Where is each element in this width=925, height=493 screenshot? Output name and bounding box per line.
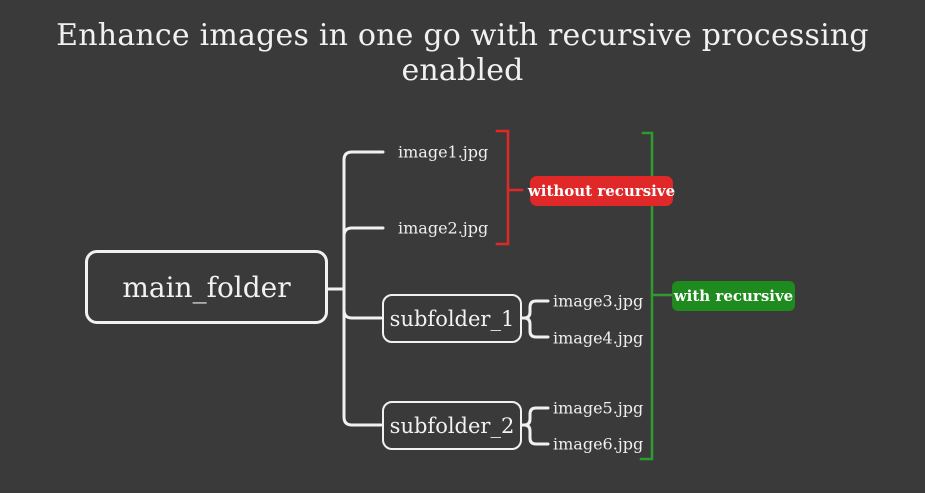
file-node-image6: image6.jpg bbox=[553, 434, 644, 454]
file-node-image5: image5.jpg bbox=[553, 398, 644, 418]
fork-image5-line bbox=[520, 406, 550, 427]
without-recursive-badge: without recursive bbox=[527, 176, 676, 206]
branch-image2-line bbox=[342, 226, 385, 291]
file-node-image1: image1.jpg bbox=[398, 142, 489, 162]
subfolder1-label: subfolder_1 bbox=[389, 306, 515, 331]
subfolder2-label: subfolder_2 bbox=[389, 413, 515, 438]
without-recursive-label: without recursive bbox=[527, 182, 676, 200]
fork-image4-line bbox=[520, 316, 550, 339]
without-recursive-bracket bbox=[495, 129, 524, 246]
main-folder-label: main_folder bbox=[122, 270, 291, 304]
file-node-image4: image4.jpg bbox=[553, 328, 644, 348]
fork-image3-line bbox=[520, 299, 550, 320]
with-recursive-badge: with recursive bbox=[672, 281, 795, 311]
with-recursive-bracket bbox=[639, 131, 675, 461]
branch-image1-line bbox=[342, 150, 385, 291]
subfolder2-node: subfolder_2 bbox=[382, 401, 522, 450]
branch-subfolder2-line bbox=[342, 287, 383, 427]
file-node-image2: image2.jpg bbox=[398, 218, 489, 238]
with-recursive-label: with recursive bbox=[673, 287, 794, 305]
fork-image6-line bbox=[520, 423, 550, 446]
red-bracket-line bbox=[495, 129, 510, 246]
branch-subfolder1-line bbox=[342, 287, 383, 320]
file-node-image3: image3.jpg bbox=[553, 291, 644, 311]
page-title: Enhance images in one go with recursive … bbox=[56, 18, 869, 88]
subfolder1-node: subfolder_1 bbox=[382, 294, 522, 343]
tree-branch-lines bbox=[326, 150, 550, 446]
main-folder-node: main_folder bbox=[85, 250, 328, 324]
